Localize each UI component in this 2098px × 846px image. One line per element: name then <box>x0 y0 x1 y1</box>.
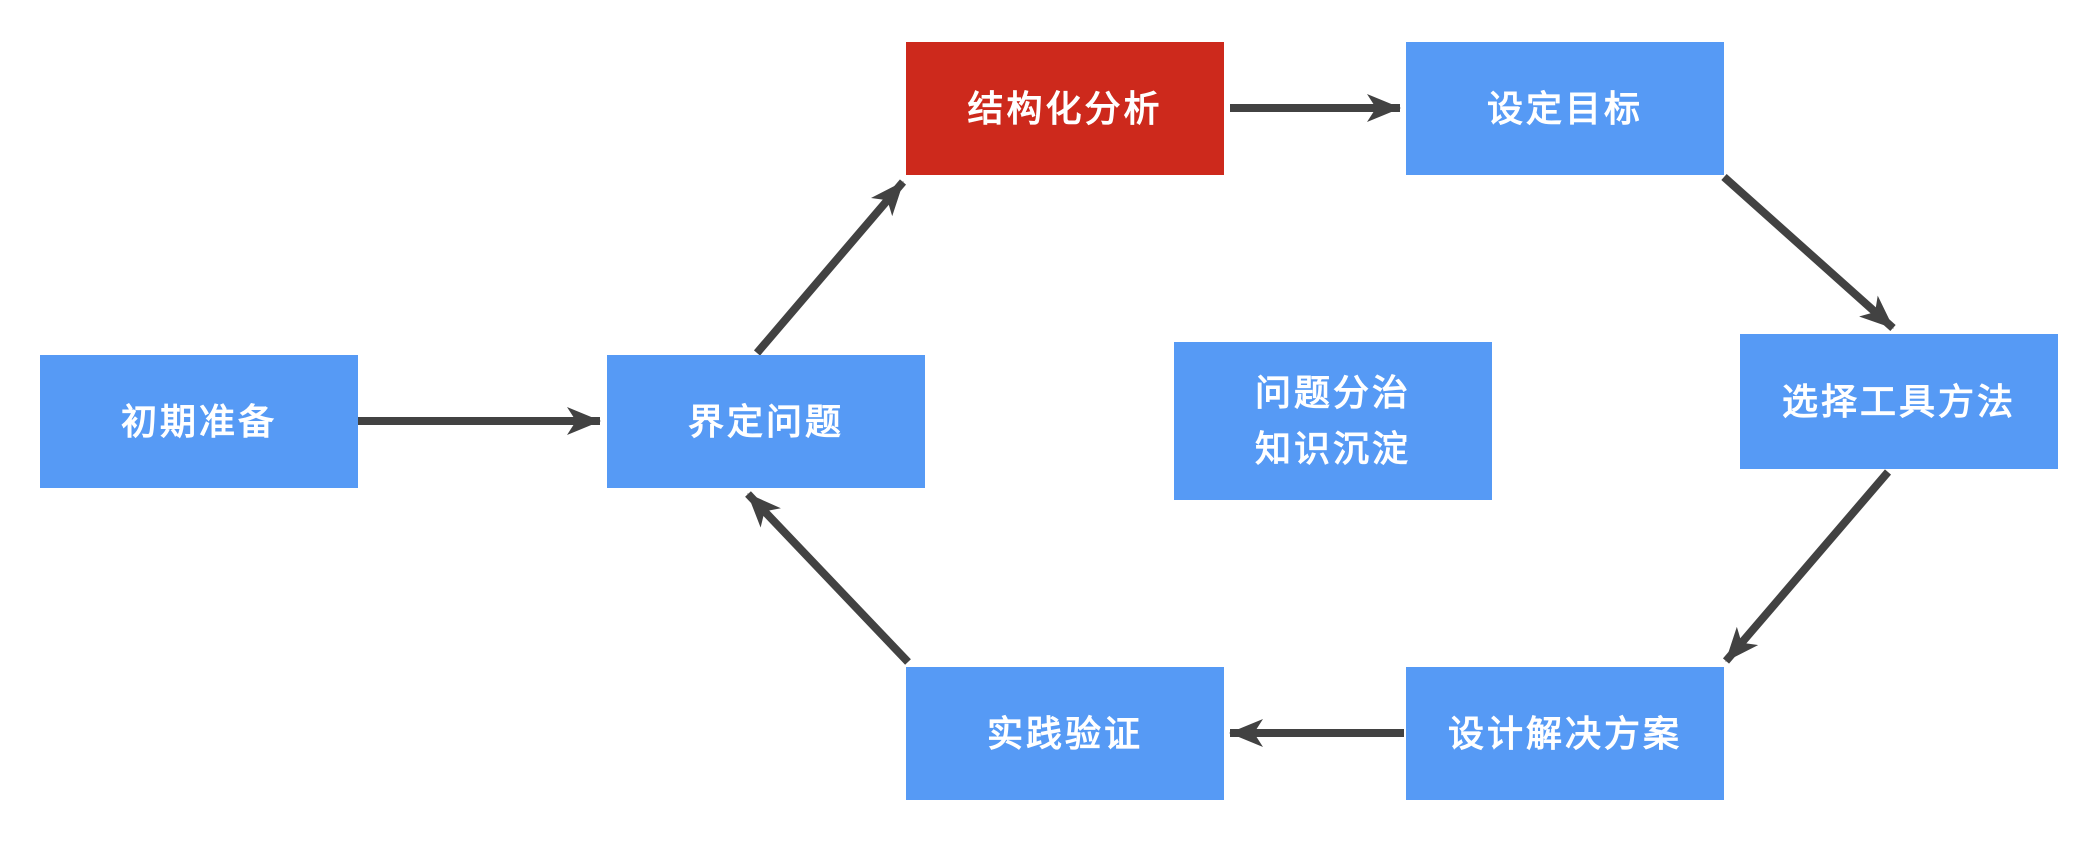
node-label: 结构化分析 <box>967 87 1163 129</box>
node-set-goals: 设定目标 <box>1406 42 1724 175</box>
node-define-problem: 界定问题 <box>607 355 925 488</box>
arrow-practice-to-define <box>745 491 911 665</box>
node-label: 界定问题 <box>687 400 844 442</box>
arrow-tools-to-design <box>1722 469 1892 664</box>
arrow-define-to-analysis <box>753 179 907 356</box>
node-label: 设定目标 <box>1486 87 1643 129</box>
node-practice-validation: 实践验证 <box>906 667 1224 800</box>
node-label: 选择工具方法 <box>1781 380 2016 422</box>
node-initial-preparation: 初期准备 <box>40 355 358 488</box>
arrow-goal-to-tools <box>1721 174 1896 331</box>
node-label: 初期准备 <box>120 400 277 442</box>
node-label: 实践验证 <box>986 712 1143 754</box>
node-label: 问题分治 知识沉淀 <box>1254 372 1411 469</box>
node-label: 设计解决方案 <box>1447 712 1682 754</box>
node-structured-analysis: 结构化分析 <box>906 42 1224 175</box>
node-divide-conquer-knowledge: 问题分治 知识沉淀 <box>1174 342 1492 500</box>
node-design-solution: 设计解决方案 <box>1406 667 1724 800</box>
node-choose-tools-methods: 选择工具方法 <box>1740 334 2058 469</box>
